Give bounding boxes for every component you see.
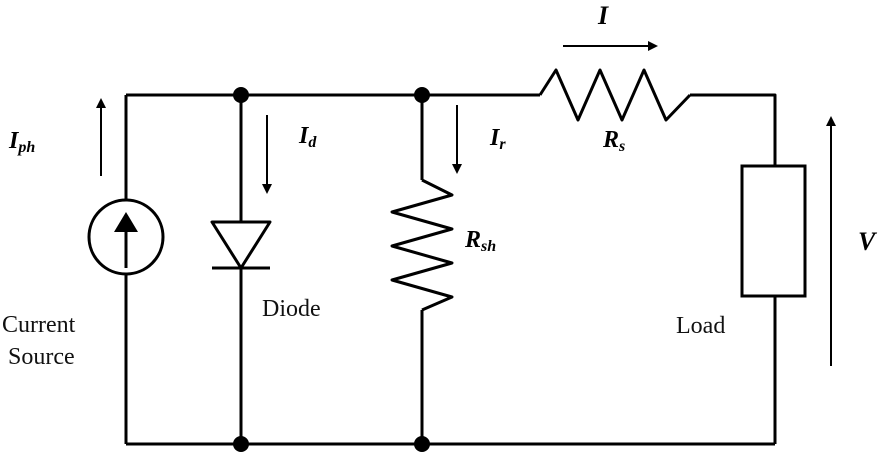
diode-symbol [210,220,272,270]
current-source-label-line2: Source [8,344,75,370]
load-box [740,164,807,298]
junction-dot [233,436,249,452]
diode-label: Diode [262,296,321,322]
junction-dot [414,87,430,103]
id-label: Id [298,123,317,151]
current-source-label-line1: Current [2,312,76,338]
current-source-symbol [87,198,165,276]
rs-label: Rs [602,127,625,155]
rsh-label: Rsh [464,227,496,255]
load-label: Load [676,313,725,339]
i-label: I [597,1,609,30]
series-resistor [538,68,692,122]
v-label: V [858,227,878,256]
junction-dot [233,87,249,103]
top-right-wire [690,93,777,166]
shunt-resistor [390,178,454,312]
junction-dot [414,436,430,452]
ir-label: Ir [489,125,506,153]
iph-label: Iph [8,128,35,156]
